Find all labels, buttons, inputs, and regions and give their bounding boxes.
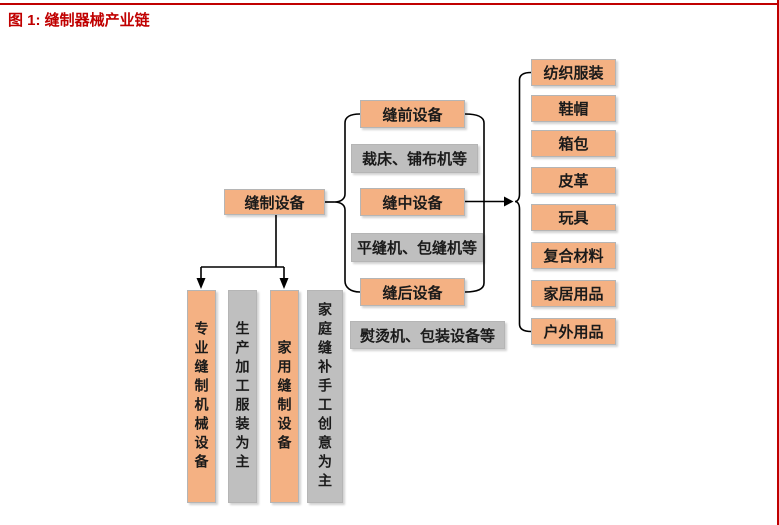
application-box-toys: 玩具: [531, 204, 616, 231]
top-red-rule: [0, 3, 779, 5]
application-box-luggage: 箱包: [531, 130, 616, 157]
application-box-home-goods: 家居用品: [531, 280, 616, 307]
application-box-composite-materials: 复合材料: [531, 242, 616, 269]
root-to-stages-brace: [325, 113, 361, 293]
down-arrowhead-icon: [196, 278, 206, 289]
segment-box-garment-production: 生产加工服装为主: [228, 290, 257, 503]
segment-box-home-mending-handicraft: 家庭缝补手工创意为主: [307, 290, 343, 503]
stages-to-applications-arrow: [465, 196, 514, 207]
post-sewing-examples-box: 熨烫机、包装设备等: [350, 321, 505, 349]
root-to-segments-connector: [196, 215, 289, 289]
pre-sewing-stage-box: 缝前设备: [360, 100, 465, 128]
pre-sewing-examples-box: 裁床、铺布机等: [351, 144, 478, 173]
application-box-outdoor-goods: 户外用品: [531, 318, 616, 345]
mid-sewing-examples-box: 平缝机、包缝机等: [351, 233, 483, 262]
segment-box-household-sewing-equipment: 家用缝制设备: [270, 290, 299, 503]
application-box-textile-apparel: 纺织服装: [531, 59, 616, 86]
application-box-leather: 皮革: [531, 167, 616, 194]
figure-title: 图 1: 缝制器械产业链: [8, 12, 150, 29]
right-arrowhead-icon: [504, 196, 514, 207]
down-arrowhead-icon: [279, 278, 289, 289]
segment-box-professional-sewing-equipment: 专业缝制机械设备: [187, 290, 216, 503]
applications-brace: [514, 71, 532, 333]
post-sewing-stage-box: 缝后设备: [360, 278, 465, 306]
mid-sewing-stage-box: 缝中设备: [360, 188, 465, 216]
stages-merge-bracket: [464, 113, 485, 293]
application-box-shoes-hats: 鞋帽: [531, 95, 616, 122]
right-red-rule: [777, 0, 779, 525]
sewing-equipment-root-box: 缝制设备: [224, 189, 325, 215]
